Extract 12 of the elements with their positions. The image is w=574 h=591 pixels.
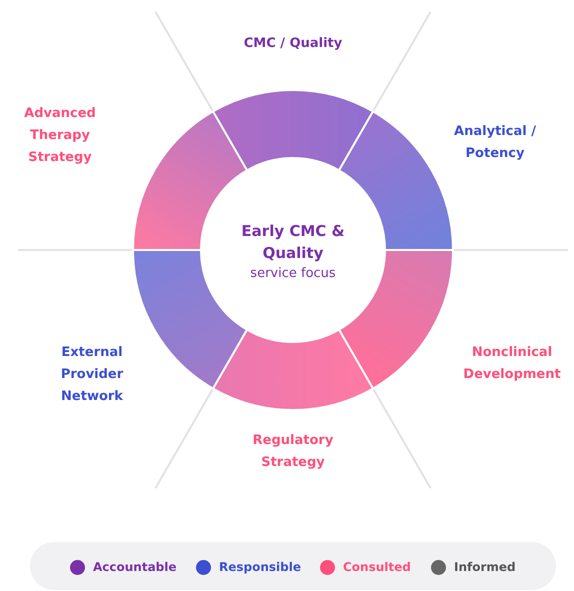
segment-label: CMC / Quality <box>218 33 368 55</box>
center-subtitle: service focus <box>250 266 336 280</box>
segment-label: Nonclinical Development <box>457 342 567 386</box>
legend-label: Informed <box>454 560 516 574</box>
legend-label: Accountable <box>93 560 177 574</box>
legend-label: Responsible <box>219 560 301 574</box>
segment-label: External Provider Network <box>42 342 142 408</box>
center-heading: Early CMC & Quality <box>240 220 346 264</box>
segment-label: Analytical / Potency <box>440 121 550 165</box>
segment-label: Advanced Therapy Strategy <box>10 103 110 169</box>
segment-label: Regulatory Strategy <box>233 430 353 474</box>
legend-label: Consulted <box>343 560 411 574</box>
